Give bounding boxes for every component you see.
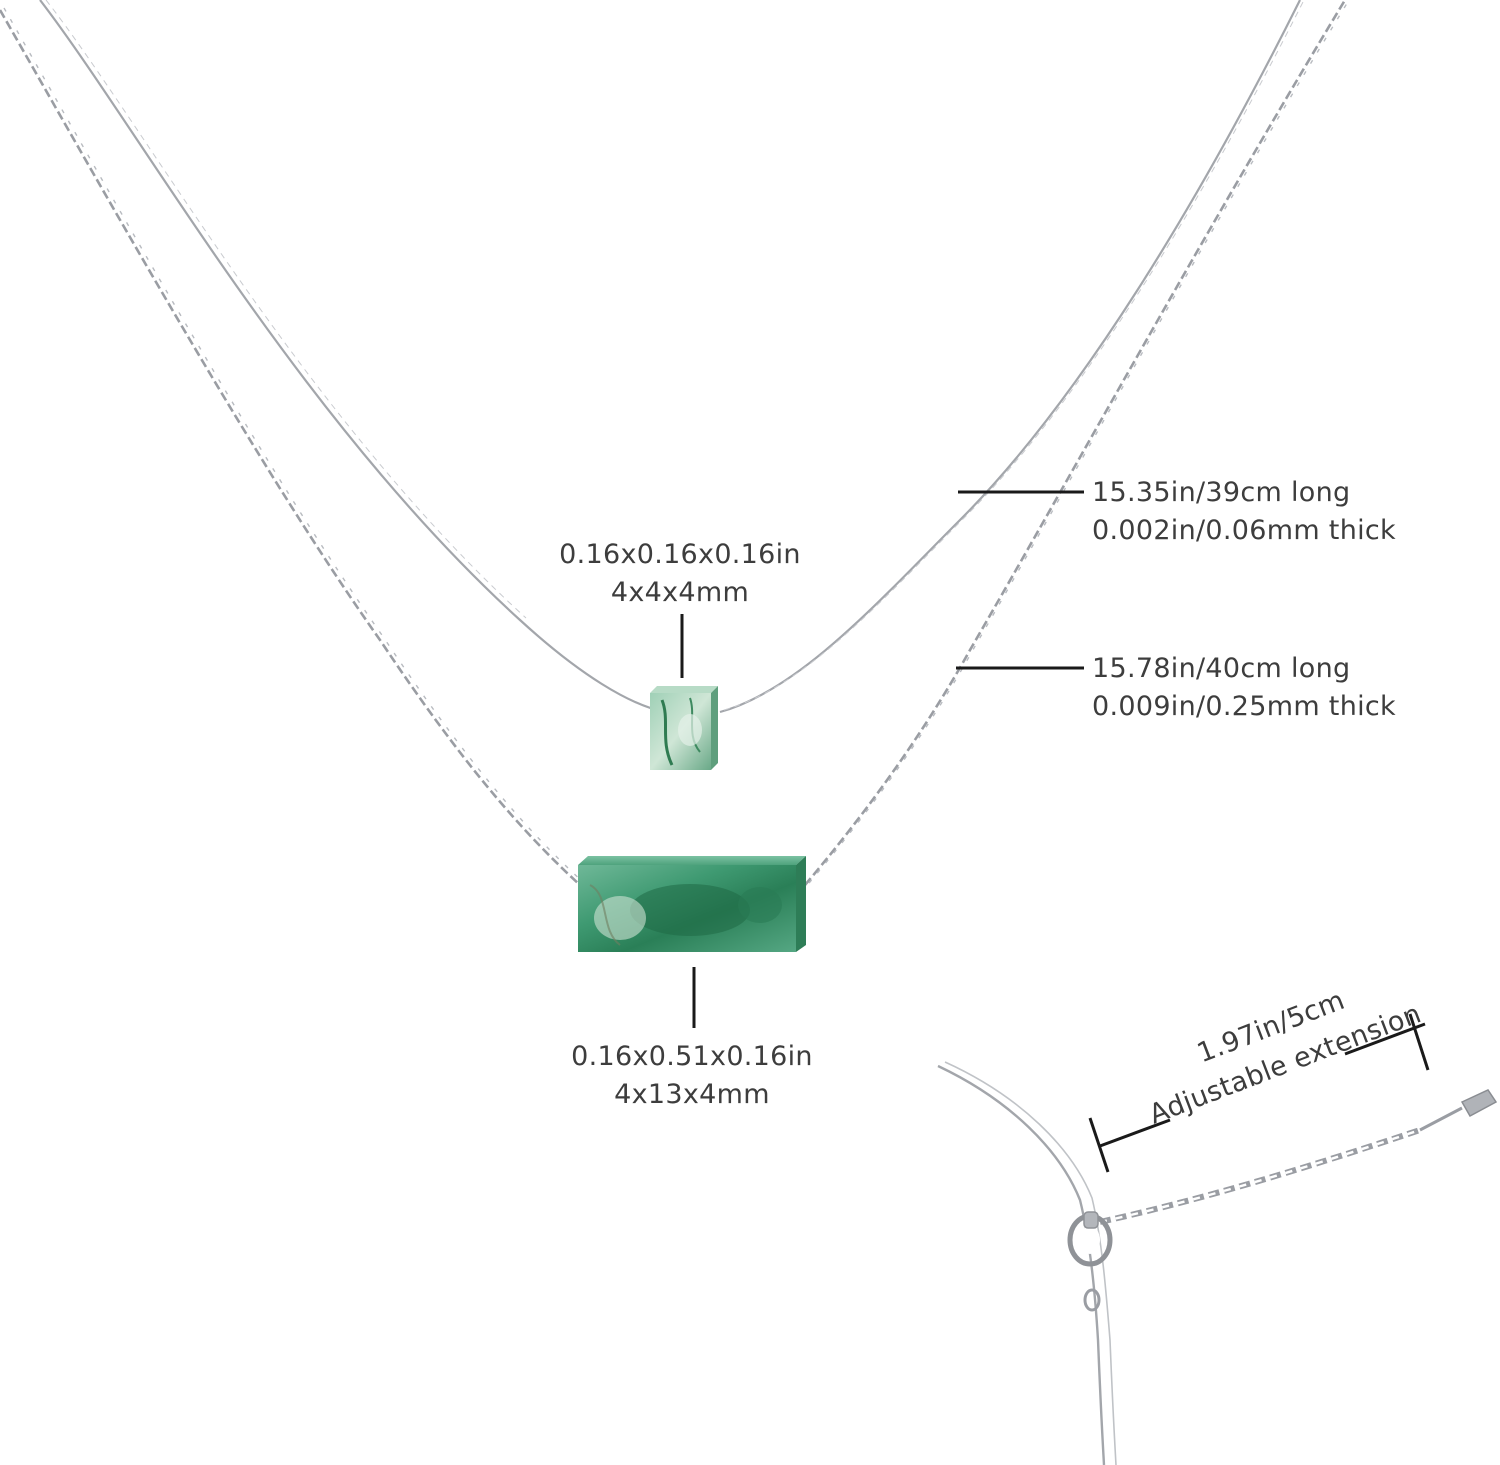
extension-bracket [1088,1013,1430,1173]
large-bar-bead [578,856,806,952]
long-chain [0,0,1350,886]
extension-chain-detail [937,1061,1498,1465]
short-chain-length: 15.35in/39cm long [1092,477,1351,508]
large-bead-size-label: 0.16x0.51x0.16in 4x13x4mm [552,1038,832,1114]
short-chain-thickness: 0.002in/0.06mm thick [1092,515,1396,546]
small-bead-size-label: 0.16x0.16x0.16in 4x4x4mm [540,536,820,612]
long-chain-thickness: 0.009in/0.25mm thick [1092,691,1396,722]
long-chain-spec-label: 15.78in/40cm long 0.009in/0.25mm thick [1092,650,1396,726]
small-bead-size-mm: 4x4x4mm [610,577,750,608]
callout-lines [680,490,1084,1028]
short-chain-spec-label: 15.35in/39cm long 0.002in/0.06mm thick [1092,474,1396,550]
long-chain-length: 15.78in/40cm long [1092,653,1351,684]
short-chain [39,0,1305,714]
large-bead-size-mm: 4x13x4mm [614,1079,770,1110]
small-cube-bead [650,686,718,770]
small-bead-size-in: 0.16x0.16x0.16in [559,539,801,570]
large-bead-size-in: 0.16x0.51x0.16in [571,1041,813,1072]
